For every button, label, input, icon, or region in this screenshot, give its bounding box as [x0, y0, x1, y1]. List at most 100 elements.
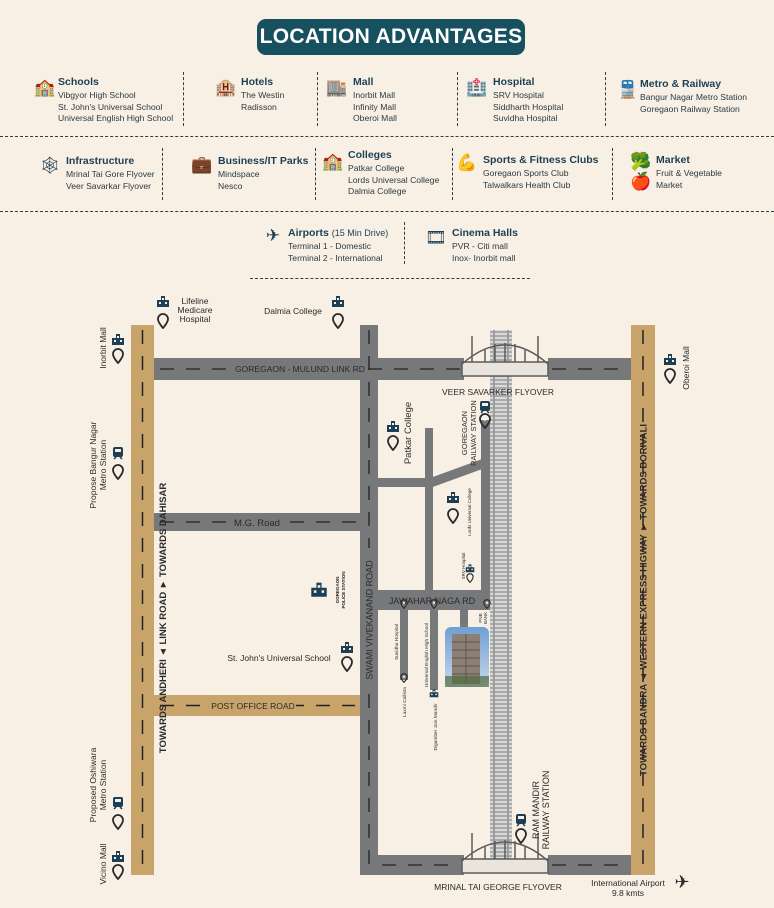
- post-office-road-label: POST OFFICE ROAD: [211, 701, 294, 711]
- category-heading: Market: [656, 154, 690, 166]
- mrinal-tai-flyover-bridge: [461, 833, 549, 874]
- divider: [605, 72, 606, 126]
- railway-track: [490, 330, 512, 870]
- lifeline-label: Medicare: [178, 305, 213, 315]
- bangur-metro-label: Propose Bangur Nagar: [88, 421, 98, 508]
- category-heading: Cinema Halls: [452, 227, 518, 239]
- map-pin-icon[interactable]: [387, 435, 399, 451]
- list-item: Lords Universal College: [348, 174, 440, 185]
- list-item: Bangur Nagar Metro Station: [640, 92, 748, 102]
- map-pin-icon[interactable]: [466, 573, 474, 583]
- list-item: Oberoi Mall: [353, 113, 397, 123]
- mall-icon: 🏬: [326, 78, 348, 97]
- school-icon: 🏫: [34, 78, 56, 97]
- divider: [452, 148, 453, 200]
- train-icon: 🚆: [617, 80, 639, 99]
- list-item: Terminal 1 - Domestic: [288, 241, 372, 251]
- category-heading: Metro & Railway: [640, 78, 722, 90]
- list-item: Mindspace: [218, 169, 260, 179]
- category-cinema: Cinema Halls PVR - Citi mall Inox- Inorb…: [452, 227, 518, 264]
- divider: [0, 136, 774, 137]
- list-item: Mrinal Tai Gore Flyover: [66, 169, 155, 179]
- map-pin-icon[interactable]: [112, 864, 124, 880]
- hospital-icon: [157, 296, 169, 307]
- category-mall: Mall Inorbit Mall Infinity Mall Oberoi M…: [353, 76, 397, 125]
- category-hotels: Hotels The Westin Radisson: [241, 76, 284, 113]
- vicino-mall-label: Vicino Mall: [98, 843, 108, 884]
- category-airports: Airports (15 Min Drive) Terminal 1 - Dom…: [288, 227, 388, 264]
- category-metro-railway: Metro & Railway Bangur Nagar Metro Stati…: [640, 78, 747, 115]
- map-pin-icon[interactable]: [515, 828, 527, 844]
- category-heading: Schools: [58, 76, 99, 88]
- category-market: Market Fruit & Vegetable Market: [656, 154, 722, 191]
- market-icon: 🥦: [630, 152, 652, 171]
- category-schools: Schools Vibgyor High School St. John's U…: [58, 76, 173, 125]
- category-heading: Hospital: [493, 76, 535, 88]
- airplane-icon: ✈: [674, 872, 689, 892]
- bangur-metro-label: Metro Station: [98, 439, 108, 490]
- inorbit-mall-label: Inorbit Mall: [98, 327, 108, 369]
- list-item: Goregaon Railway Station: [640, 103, 740, 114]
- fruit-icon: 🍎: [630, 172, 652, 191]
- srv-hospital-label: SRV Hospital: [461, 553, 466, 580]
- category-sports-fitness: Sports & Fitness Clubs Goregaon Sports C…: [483, 154, 599, 191]
- mrinal-tai-flyover-label: MRINAL TAI GEORGE FLYOVER: [434, 882, 562, 892]
- swami-vivekanand-road-label: SWAMI VIVEKANAND ROAD: [365, 560, 375, 680]
- map-pin-icon[interactable]: [157, 313, 169, 329]
- map-pin-icon[interactable]: [664, 368, 676, 384]
- police-station-label: GOREGAON: [335, 577, 340, 604]
- list-item: Radisson: [241, 101, 277, 112]
- category-heading: Infrastructure: [66, 155, 135, 167]
- list-item: Talwalkars Health Club: [483, 179, 571, 190]
- fitness-icon: 💪: [456, 153, 478, 172]
- metro-icon: [112, 446, 124, 460]
- western-express-highway-label: TOWARDS BANDRA ◄ WESTERN EXPRESS HIGWAY …: [639, 424, 650, 776]
- map-pin-icon[interactable]: [447, 508, 459, 524]
- train-icon: [515, 813, 527, 827]
- list-item: Vibgyor High School: [58, 90, 136, 100]
- divider: [404, 222, 405, 264]
- list-item: Inorbit Mall: [353, 90, 396, 100]
- link-road-label: TOWARDS ANDHERI ◄ LINK ROAD ► TOWARDS DA…: [158, 483, 169, 754]
- school-icon: [341, 642, 353, 653]
- map-pin-icon[interactable]: [341, 656, 353, 672]
- suvidha-hospital-label: Suvidha Hospital: [394, 624, 400, 660]
- jain-mandir-label: Digamber Jain Mandir: [433, 703, 439, 750]
- cinema-icon: 🎞: [425, 228, 447, 247]
- college-icon: [387, 421, 399, 432]
- category-note: (15 Min Drive): [331, 228, 389, 238]
- lifeline-label: Hospital: [180, 314, 211, 324]
- lords-college-label: Lords Universal College: [467, 488, 472, 536]
- briefcase-icon: 💼: [191, 155, 213, 174]
- divider: [183, 72, 184, 126]
- list-item: St. John's Universal School: [58, 101, 163, 112]
- divider: [250, 278, 530, 279]
- mulund-link-road-label: GOREGAON - MULUND LINK RD: [235, 364, 365, 374]
- hospital-icon: 🏥: [466, 78, 488, 97]
- list-item: Dalmia College: [348, 186, 407, 196]
- map-pin-icon[interactable]: [112, 464, 124, 480]
- oshiwara-metro-label: Proposed Oshiwara: [88, 747, 98, 822]
- metro-icon: [112, 796, 124, 810]
- infrastructure-icon: 🕸: [39, 156, 61, 175]
- oshiwara-metro-label: Metro Station: [98, 759, 108, 810]
- hospital-icon: [465, 564, 475, 573]
- category-business-it-parks: Business/IT Parks Mindspace Nesco: [218, 155, 308, 192]
- temple-icon: [429, 689, 439, 698]
- airport-label: 9.8 kmts: [612, 888, 644, 898]
- category-heading: Business/IT Parks: [218, 155, 309, 167]
- list-item: Terminal 2 - International: [288, 252, 383, 263]
- mall-icon: [112, 851, 124, 862]
- category-hospital: Hospital SRV Hospital Siddharth Hospital…: [493, 76, 563, 125]
- category-heading: Mall: [353, 76, 374, 88]
- list-item: Veer Savarkar Flyover: [66, 180, 152, 191]
- veer-savarker-flyover-bridge: [461, 336, 549, 377]
- map-pin-icon[interactable]: [332, 313, 344, 329]
- police-station-label: POLICE STATION: [341, 571, 346, 608]
- divider: [317, 72, 318, 126]
- pnb-bank-label: PNB: [478, 613, 483, 622]
- map-pin-icon[interactable]: [112, 348, 124, 364]
- divider: [162, 148, 163, 200]
- map-pin-icon[interactable]: [112, 814, 124, 830]
- mg-road-label: M.G. Road: [234, 518, 280, 529]
